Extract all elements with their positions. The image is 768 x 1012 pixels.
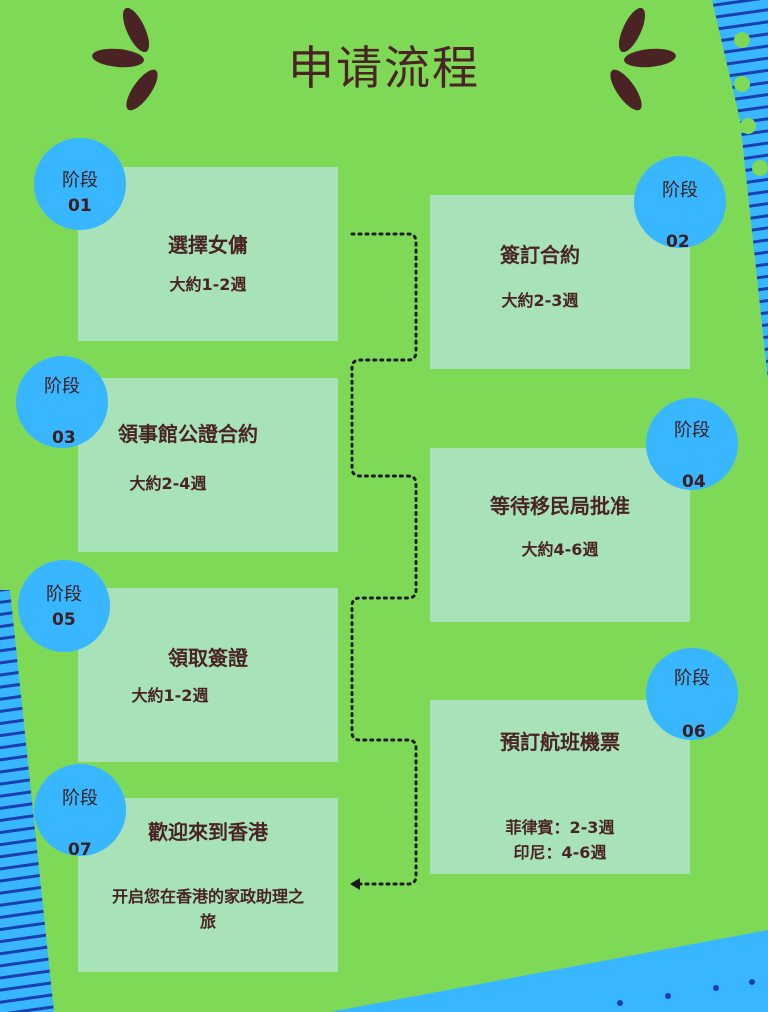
stage-number: 06 bbox=[682, 722, 706, 742]
stage-badge-06: 阶段 06 bbox=[646, 648, 738, 742]
stage-detail: 开启您在香港的家政助理之旅 bbox=[111, 887, 304, 931]
page-title: 申请流程 bbox=[288, 41, 480, 95]
stage-duration: 大約1-2週 bbox=[169, 275, 247, 294]
stage-label: 阶段 bbox=[674, 420, 710, 441]
stage-detail-1: 菲律賓：2-3週 bbox=[505, 818, 615, 837]
stage-badge-07: 阶段 07 bbox=[34, 764, 126, 860]
stage-number: 07 bbox=[68, 840, 92, 860]
stage-number: 04 bbox=[682, 472, 706, 492]
stage-card-04: 等待移民局批准 大約4-6週 bbox=[430, 448, 690, 622]
stage-card-06: 預訂航班機票 菲律賓：2-3週 印尼：4-6週 bbox=[430, 700, 690, 874]
stage-badge-02: 阶段 02 bbox=[634, 156, 726, 252]
stage-title: 領取簽證 bbox=[168, 646, 248, 670]
stage-duration: 大約2-3週 bbox=[501, 291, 579, 310]
stage-title: 選擇女傭 bbox=[168, 233, 248, 257]
blue-panel-bottom-right bbox=[330, 930, 768, 1012]
stage-badge-05: 阶段 05 bbox=[18, 560, 110, 652]
stage-number: 01 bbox=[68, 196, 92, 216]
stage-label: 阶段 bbox=[662, 180, 698, 201]
stage-label: 阶段 bbox=[674, 668, 710, 689]
stage-badge-04: 阶段 04 bbox=[646, 398, 738, 492]
stage-title: 等待移民局批准 bbox=[490, 494, 630, 518]
stage-number: 03 bbox=[52, 428, 76, 448]
stripe-panel-top-right bbox=[712, 0, 768, 380]
stage-detail-2: 印尼：4-6週 bbox=[513, 843, 607, 862]
stage-title: 歡迎來到香港 bbox=[148, 820, 268, 844]
stage-number: 02 bbox=[666, 232, 690, 252]
leaf-decoration-left bbox=[92, 8, 158, 111]
stage-title: 領事館公證合約 bbox=[118, 422, 258, 446]
stage-label: 阶段 bbox=[62, 170, 98, 191]
stage-badge-01: 阶段 01 bbox=[34, 138, 126, 230]
arrowhead-icon bbox=[350, 878, 360, 890]
stage-label: 阶段 bbox=[46, 584, 82, 605]
stage-title: 預訂航班機票 bbox=[500, 730, 620, 754]
stage-duration: 大約1-2週 bbox=[131, 686, 209, 705]
stage-duration: 大約4-6週 bbox=[521, 540, 599, 559]
stage-badge-03: 阶段 03 bbox=[16, 356, 108, 448]
stage-card-03: 領事館公證合約 大約2-4週 bbox=[78, 378, 338, 552]
stage-label: 阶段 bbox=[62, 788, 98, 809]
stripe-panel-bottom-left bbox=[0, 590, 54, 1012]
leaf-decoration-right bbox=[610, 8, 676, 111]
stage-card-05: 領取簽證 大約1-2週 bbox=[78, 588, 338, 762]
stage-duration: 大約2-4週 bbox=[129, 474, 207, 493]
stage-label: 阶段 bbox=[44, 376, 80, 397]
stage-number: 05 bbox=[52, 610, 76, 630]
stage-title: 簽訂合約 bbox=[500, 243, 580, 267]
